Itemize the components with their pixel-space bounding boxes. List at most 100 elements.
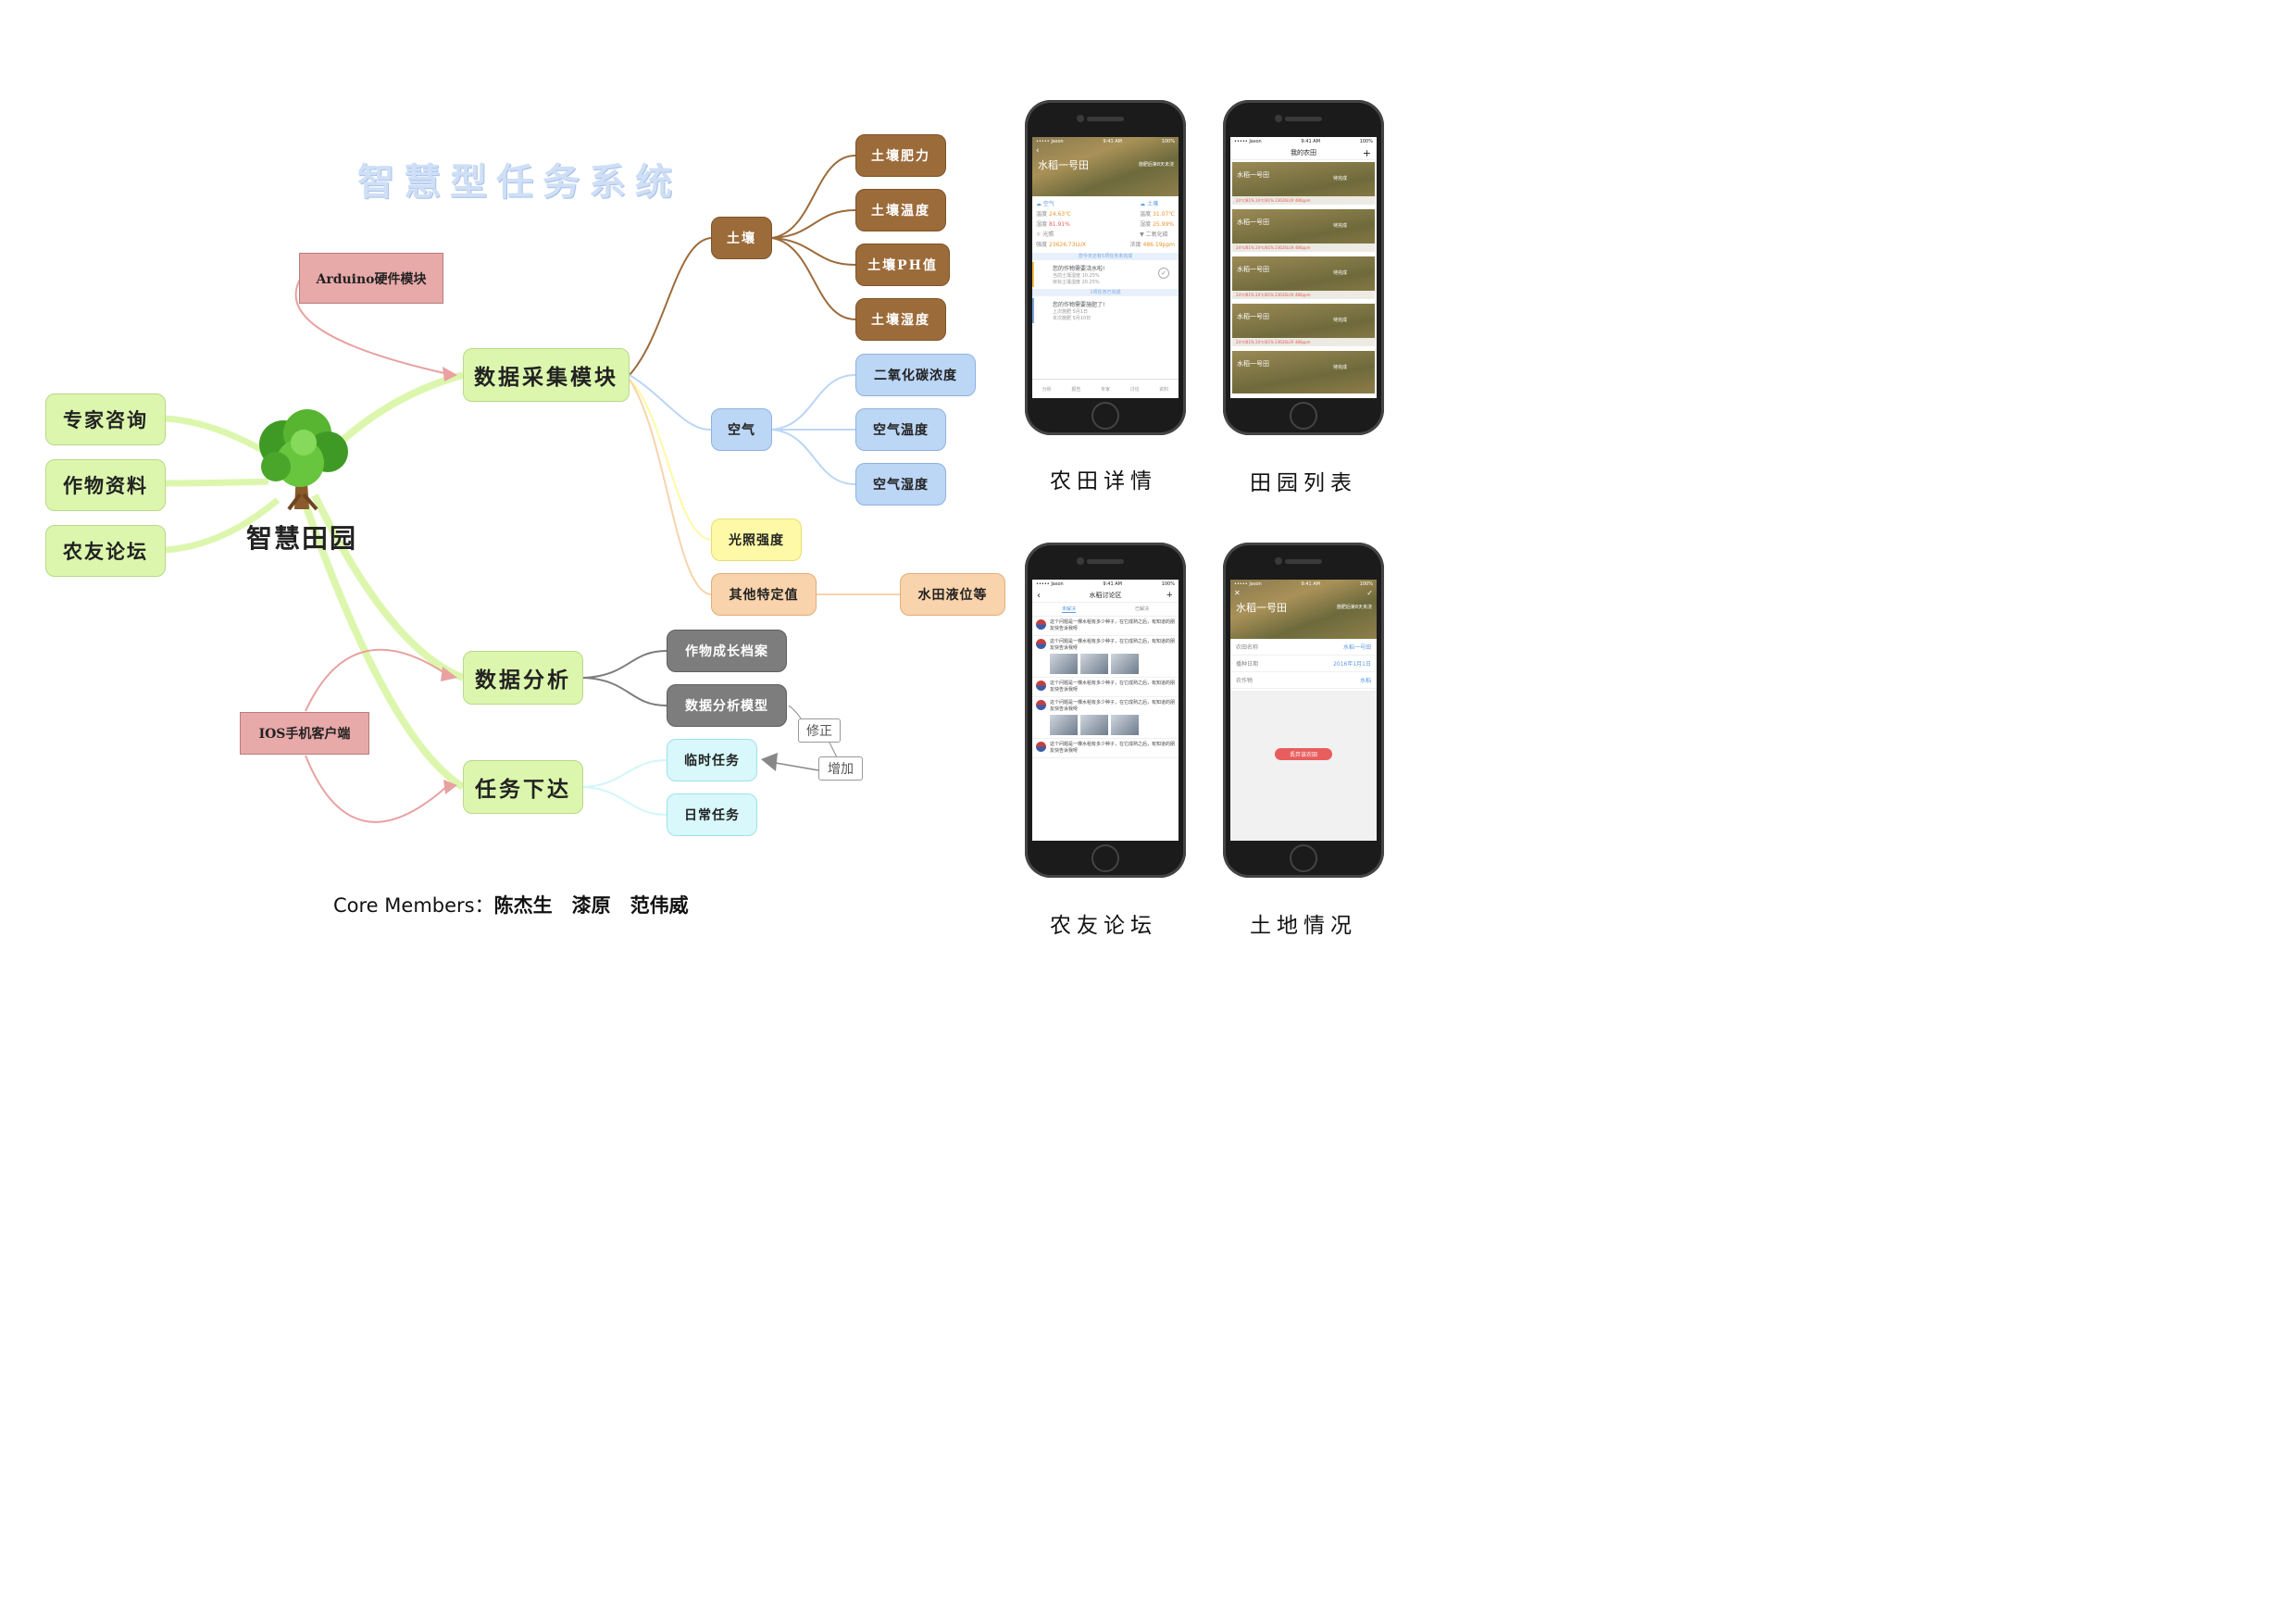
link-arduino-collection [294, 277, 445, 374]
post-text: 这个问题是一棵水稻有多少种子，在它成熟之后，有知道的朋友快告诉我呀 [1050, 742, 1176, 754]
connector-lines [164, 155, 900, 823]
arrow-arduino [443, 367, 457, 381]
post-text: 这个问题是一棵水稻有多少种子，在它成熟之后，有知道的朋友快告诉我呀 [1050, 700, 1176, 712]
node-air-humidity[interactable]: 空气湿度 [855, 463, 946, 506]
field-item-stats: 24℃/81% 24℃/81% 23626LUX 486ppm [1232, 338, 1375, 346]
node-farmer-forum[interactable]: 农友论坛 [45, 525, 166, 577]
node-temporary-task[interactable]: 临时任务 [667, 739, 757, 781]
node-soil-ph[interactable]: 土壤PH值 [855, 244, 950, 286]
home-button [1091, 402, 1119, 430]
status-time: 9:41 AM [1301, 581, 1320, 587]
tag-revise: 修正 [798, 718, 841, 743]
caption-land-status: 土地情况 [1250, 914, 1357, 938]
water-task-target: 目标土壤湿度 20.25% [1053, 280, 1100, 285]
avatar [1036, 681, 1046, 691]
status-battery: 100% [1359, 139, 1373, 144]
status-bar: ••••• Jason 9:41 AM 100% [1032, 137, 1179, 146]
avatar [1036, 742, 1046, 752]
field-subtitle: 施肥后第8天未浇 [1138, 162, 1174, 168]
status-battery: 100% [1161, 139, 1175, 144]
node-light-intensity[interactable]: 光照强度 [711, 518, 802, 561]
tab-discuss[interactable]: 讨论 [1129, 386, 1140, 393]
field-list-item[interactable]: 水稻一号田 待完成 24℃/81% 24℃/81% 23626LUX 486pp… [1232, 162, 1375, 205]
back-icon[interactable]: ‹ [1036, 146, 1040, 156]
water-task-card[interactable]: 您的作物需要浇水啦! 当前土壤湿度 10.25% 目标土壤湿度 20.25% ✓ [1032, 262, 1179, 287]
screen-field-list: ••••• Jason 9:41 AM 100% 我的农田 + 水稻一号田 待完… [1230, 137, 1377, 398]
node-data-analysis[interactable]: 数据分析 [463, 651, 583, 705]
back-icon[interactable]: ‹ [1037, 590, 1041, 601]
close-icon[interactable]: ✕ [1234, 589, 1241, 597]
node-crop-info[interactable]: 作物资料 [45, 459, 166, 511]
node-soil-humidity[interactable]: 土壤湿度 [855, 298, 946, 341]
speaker-icon [1087, 117, 1124, 121]
caption-field-details: 农田详情 [1050, 469, 1157, 493]
node-paddy-water-level[interactable]: 水田液位等 [900, 573, 1005, 616]
link-soil-2 [771, 209, 856, 239]
check-icon[interactable]: ✓ [1158, 268, 1169, 279]
done-banner: 1项任务已完成 [1032, 289, 1179, 296]
avatar [1036, 619, 1046, 630]
discard-field-button[interactable]: 丢弃该农田 [1275, 748, 1332, 760]
node-soil-fertility[interactable]: 土壤肥力 [855, 134, 946, 177]
forum-post[interactable]: 这个问题是一棵水稻有多少种子，在它成熟之后，有知道的朋友快告诉我呀 [1032, 636, 1179, 678]
node-air-temperature[interactable]: 空气温度 [855, 408, 946, 451]
tab-analysis[interactable]: 分析 [1041, 386, 1052, 393]
field-list-item[interactable]: 水稻一号田 待完成 24℃/81% 24℃/81% 23626LUX 486pp… [1232, 256, 1375, 299]
tab-report[interactable]: 报告 [1071, 386, 1081, 393]
members-prefix: Core Members： [333, 894, 494, 917]
node-ios-client[interactable]: IOS手机客户端 [240, 712, 369, 755]
check-icon[interactable]: ✓ [1366, 589, 1373, 597]
field-list-item[interactable]: 水稻一号田 待完成 24℃/81% 24℃/81% 23626LUX 486pp… [1232, 304, 1375, 346]
field-item-stats: 24℃/81% 24℃/81% 23626LUX 486ppm [1232, 291, 1375, 299]
water-task-current: 当前土壤湿度 10.25% [1053, 273, 1100, 279]
fertilize-task-card[interactable]: 您的作物需要施肥了! 上次施肥 5月1日 本次施肥 5月10日 [1032, 298, 1179, 323]
node-other-values[interactable]: 其他特定值 [711, 573, 817, 616]
co2-label: ▼ 二氧化碳 [1140, 231, 1168, 238]
node-task-dispatch[interactable]: 任务下达 [463, 760, 583, 814]
speaker-icon [1285, 117, 1322, 121]
forum-post[interactable]: 这个问题是一棵水稻有多少种子，在它成熟之后，有知道的朋友快告诉我呀 [1032, 678, 1179, 697]
node-expert-consult[interactable]: 专家咨询 [45, 394, 166, 445]
home-button [1290, 844, 1317, 872]
tab-bar: 分析 报告 专家 讨论 资料 [1032, 379, 1179, 398]
post-text: 这个问题是一棵水稻有多少种子，在它成熟之后，有知道的朋友快告诉我呀 [1050, 681, 1176, 693]
status-bar: ••••• Jason 9:41 AM 100% [1230, 137, 1377, 146]
tab-resolved[interactable]: 已解决 [1134, 606, 1149, 612]
field-hero: ••••• Jason 9:41 AM 100% ✕ ✓ 水稻一号田 施肥后第8… [1230, 580, 1377, 639]
status-bar: ••••• Jason 9:41 AM 100% [1230, 580, 1377, 589]
light-value: 强度 23626.73LUX [1036, 242, 1087, 248]
tab-expert[interactable]: 专家 [1100, 386, 1110, 393]
camera-icon [1077, 115, 1084, 122]
fertilize-task-title: 您的作物需要施肥了! [1053, 302, 1105, 308]
soil-humidity: 湿度 25.99% [1140, 221, 1174, 228]
node-crop-growth-archive[interactable]: 作物成长档案 [667, 630, 787, 672]
core-members: Core Members：陈杰生 漆原 范伟威 [333, 891, 689, 922]
tab-info[interactable]: 资料 [1159, 386, 1169, 393]
node-co2-concentration[interactable]: 二氧化碳浓度 [855, 354, 976, 396]
node-analysis-model[interactable]: 数据分析模型 [667, 684, 787, 727]
node-arduino-module[interactable]: Arduino硬件模块 [299, 253, 443, 304]
add-icon[interactable]: + [1166, 591, 1173, 600]
root-node-label: 智慧田园 [246, 523, 358, 554]
nav-title: ‹ 水稻讨论区 + [1032, 589, 1179, 603]
link-soil-4 [771, 237, 856, 320]
add-icon[interactable]: + [1362, 147, 1371, 159]
tag-add: 增加 [818, 756, 863, 781]
soil-temp: 温度 31.07℃ [1140, 211, 1175, 218]
screen-field-details: ••••• Jason 9:41 AM 100% ‹ 水稻一号田 施肥后第8天未… [1032, 137, 1179, 398]
field-list-item[interactable]: 水稻一号田 待完成 24℃/81% 24℃/81% 23626LUX 486pp… [1232, 209, 1375, 252]
forum-post[interactable]: 这个问题是一棵水稻有多少种子，在它成熟之后，有知道的朋友快告诉我呀 [1032, 697, 1179, 739]
node-air[interactable]: 空气 [711, 408, 772, 451]
forum-post[interactable]: 这个问题是一棵水稻有多少种子，在它成熟之后，有知道的朋友快告诉我呀 [1032, 617, 1179, 636]
node-daily-task[interactable]: 日常任务 [667, 793, 757, 836]
node-soil[interactable]: 土壤 [711, 217, 772, 259]
forum-post[interactable]: 这个问题是一棵水稻有多少种子，在它成熟之后，有知道的朋友快告诉我呀 [1032, 739, 1179, 758]
form-row-name[interactable]: 农田名称水稻一号田 [1230, 639, 1377, 656]
fertilize-last: 上次施肥 5月1日 [1053, 309, 1088, 315]
tab-unresolved[interactable]: 未解决 [1061, 606, 1076, 613]
node-data-collection[interactable]: 数据采集模块 [463, 348, 630, 402]
field-list-item[interactable]: 水稻一号田 待完成 [1232, 351, 1375, 394]
node-soil-temperature[interactable]: 土壤温度 [855, 189, 946, 231]
form-row-crop[interactable]: 农作物水稻 [1230, 672, 1377, 689]
